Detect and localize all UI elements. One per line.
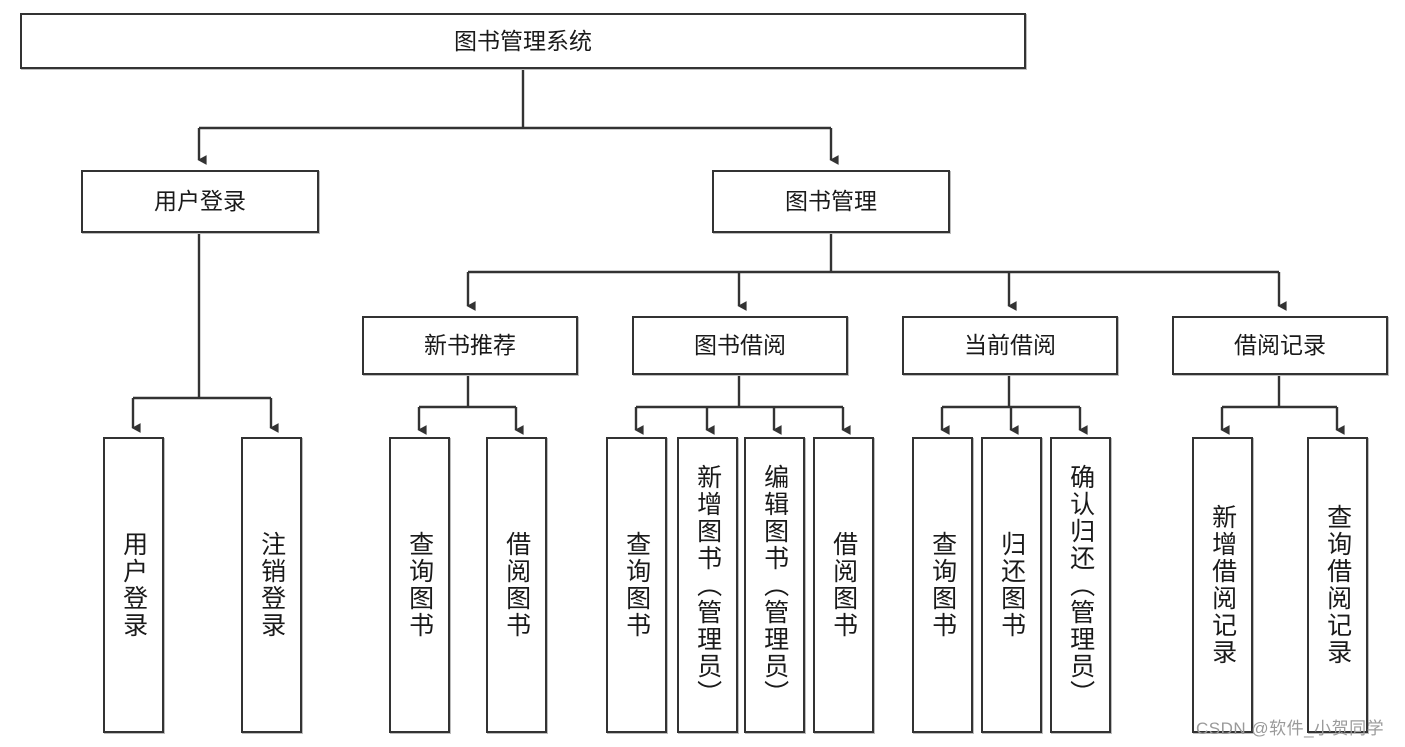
node-book-borrow[interactable]: 图书借阅 bbox=[632, 316, 848, 375]
node-root[interactable]: 图书管理系统 bbox=[20, 13, 1026, 69]
node-new-book-recommend-label: 新书推荐 bbox=[424, 332, 516, 359]
node-leaf-add-record[interactable]: 新增借阅记录 bbox=[1192, 437, 1253, 733]
node-leaf-query-book-2[interactable]: 查询图书 bbox=[606, 437, 667, 733]
node-current-borrow[interactable]: 当前借阅 bbox=[902, 316, 1118, 375]
node-current-borrow-label: 当前借阅 bbox=[964, 332, 1056, 359]
node-user-login-label: 用户登录 bbox=[154, 188, 246, 215]
node-borrow-record[interactable]: 借阅记录 bbox=[1172, 316, 1388, 375]
node-leaf-query-book-2-label: 查询图书 bbox=[622, 531, 651, 639]
node-leaf-query-book-3[interactable]: 查询图书 bbox=[912, 437, 973, 733]
node-leaf-logout-login[interactable]: 注销登录 bbox=[241, 437, 302, 733]
node-book-manage[interactable]: 图书管理 bbox=[712, 170, 950, 233]
node-leaf-add-book[interactable]: 新增图书（管理员） bbox=[677, 437, 738, 733]
node-leaf-add-book-label: 新增图书（管理员） bbox=[693, 463, 722, 707]
node-leaf-query-record[interactable]: 查询借阅记录 bbox=[1307, 437, 1368, 733]
node-leaf-borrow-book-2-label: 借阅图书 bbox=[829, 531, 858, 639]
node-leaf-query-record-label: 查询借阅记录 bbox=[1323, 504, 1352, 666]
node-new-book-recommend[interactable]: 新书推荐 bbox=[362, 316, 578, 375]
node-leaf-confirm-return-label: 确认归还（管理员） bbox=[1066, 463, 1095, 707]
node-user-login[interactable]: 用户登录 bbox=[81, 170, 319, 233]
node-leaf-edit-book[interactable]: 编辑图书（管理员） bbox=[744, 437, 805, 733]
node-book-borrow-label: 图书借阅 bbox=[694, 332, 786, 359]
node-leaf-user-login[interactable]: 用户登录 bbox=[103, 437, 164, 733]
node-leaf-borrow-book-2[interactable]: 借阅图书 bbox=[813, 437, 874, 733]
watermark: CSDN @软件_小贺同学 bbox=[1196, 719, 1385, 738]
node-leaf-borrow-book-1[interactable]: 借阅图书 bbox=[486, 437, 547, 733]
node-leaf-confirm-return[interactable]: 确认归还（管理员） bbox=[1050, 437, 1111, 733]
node-leaf-edit-book-label: 编辑图书（管理员） bbox=[760, 463, 789, 707]
node-leaf-add-record-label: 新增借阅记录 bbox=[1208, 504, 1237, 666]
node-leaf-query-book-1-label: 查询图书 bbox=[405, 531, 434, 639]
node-book-manage-label: 图书管理 bbox=[785, 188, 877, 215]
node-leaf-borrow-book-1-label: 借阅图书 bbox=[502, 531, 531, 639]
node-borrow-record-label: 借阅记录 bbox=[1234, 332, 1326, 359]
node-leaf-query-book-3-label: 查询图书 bbox=[928, 531, 957, 639]
node-leaf-return-book[interactable]: 归还图书 bbox=[981, 437, 1042, 733]
node-leaf-user-login-label: 用户登录 bbox=[119, 531, 148, 639]
node-root-label: 图书管理系统 bbox=[454, 27, 592, 54]
node-leaf-query-book-1[interactable]: 查询图书 bbox=[389, 437, 450, 733]
node-leaf-return-book-label: 归还图书 bbox=[997, 531, 1026, 639]
node-leaf-logout-login-label: 注销登录 bbox=[257, 531, 286, 639]
